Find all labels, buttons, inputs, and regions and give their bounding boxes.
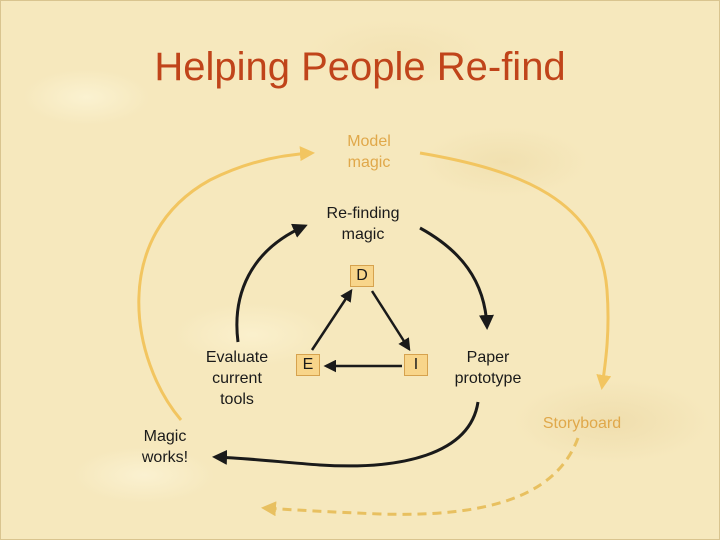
label-model-magic: Model magic xyxy=(347,133,391,171)
label-refinding-magic: Re-finding magic xyxy=(326,205,400,243)
slide-title: Helping People Re-find xyxy=(154,45,566,89)
arrow-inner-left xyxy=(235,223,308,343)
label-storyboard: Storyboard xyxy=(542,415,622,432)
arrow-bottom-to-magic-works xyxy=(212,401,480,468)
arrow-inner-right xyxy=(419,226,494,330)
node-i: I xyxy=(404,354,428,376)
arrow-d-to-i xyxy=(370,290,411,352)
arrow-dashed-storyboard xyxy=(261,437,580,517)
label-paper-prototype: Paper prototype xyxy=(454,349,522,387)
label-magic-works: Magic works! xyxy=(141,428,189,466)
label-evaluate-current-tools: Evaluate current tools xyxy=(205,349,269,408)
arrow-e-to-d xyxy=(310,288,353,351)
node-e: E xyxy=(296,354,320,376)
arrow-outer-right xyxy=(419,151,612,390)
node-d: D xyxy=(350,265,374,287)
arrow-outer-left xyxy=(137,146,315,421)
